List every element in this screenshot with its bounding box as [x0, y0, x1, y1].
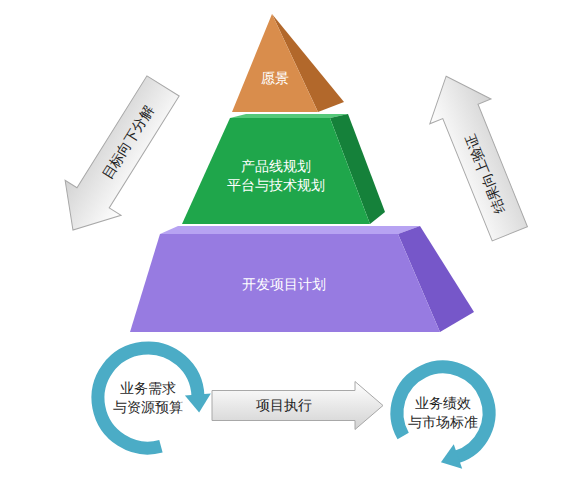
up-arrow	[416, 64, 541, 246]
edge-label: 项目执行	[256, 397, 312, 414]
cycle-circle: 业务需求 与资源预算	[90, 340, 206, 456]
cycle-circle: 业务绩效 与市场标准	[389, 359, 497, 467]
node-text-group: 愿景	[245, 69, 305, 88]
node-label: 产品线规划 平台与技术规划	[217, 157, 335, 195]
cycle-arrowhead	[441, 444, 462, 469]
cycle-circle-shape	[90, 340, 206, 456]
node-label: 业务需求 与资源预算	[111, 379, 185, 417]
node-text-group: 产品线规划 平台与技术规划	[217, 157, 335, 195]
vision-triangle: 愿景	[228, 12, 348, 116]
node-label: 业务绩效 与市场标准	[406, 394, 480, 432]
tier-top	[230, 114, 348, 118]
node-label: 开发项目计划	[184, 275, 384, 294]
node-text-group: 业务绩效 与市场标准	[406, 394, 480, 432]
cycle-circle-shape	[389, 359, 497, 467]
cycle-arrowhead	[185, 394, 211, 413]
project-tier: 开发项目计划	[128, 224, 478, 336]
tier-front	[182, 118, 370, 224]
down-arrow	[45, 68, 191, 247]
vision-triangle-shape	[228, 12, 348, 116]
cycle-ring	[98, 348, 198, 448]
planning-tier: 产品线规划 平台与技术规划	[170, 112, 390, 230]
node-text-group: 开发项目计划	[184, 275, 384, 294]
node-text-group: 业务需求 与资源预算	[111, 379, 185, 417]
triangle-front	[232, 14, 318, 112]
tier-front	[130, 234, 440, 332]
cycle-ring	[397, 367, 489, 457]
node-label: 愿景	[245, 69, 305, 88]
tier-top	[160, 226, 420, 234]
flow-arrow	[212, 382, 383, 430]
